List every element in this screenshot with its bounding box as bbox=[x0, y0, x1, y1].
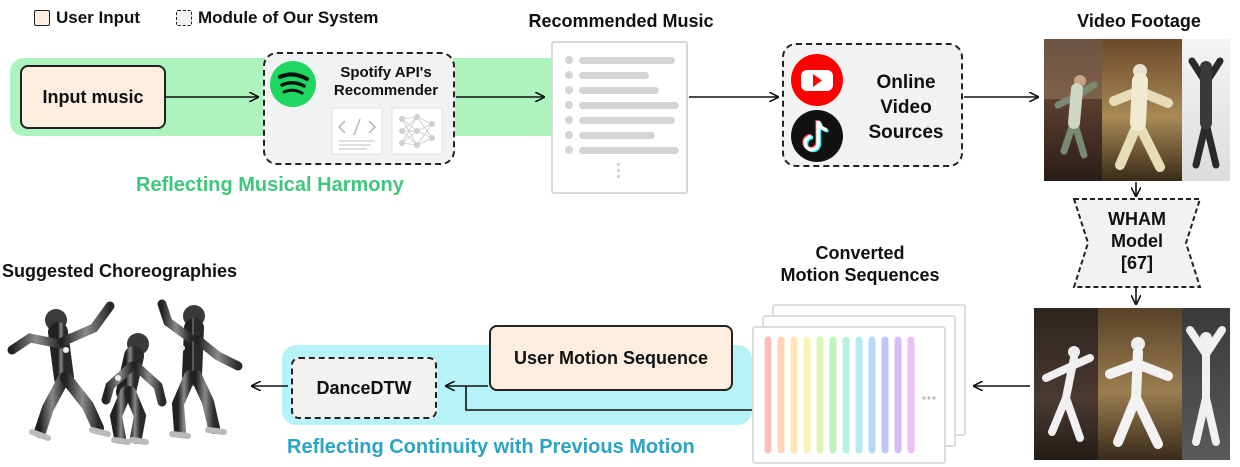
online-label-line1: Online bbox=[876, 72, 936, 93]
online-label-line2: Video bbox=[880, 97, 932, 118]
code-icon bbox=[331, 107, 383, 155]
list-item bbox=[565, 71, 675, 79]
mesh-frame-3 bbox=[1182, 308, 1230, 460]
legend-user-input-swatch bbox=[34, 10, 50, 26]
suggested-heading: Suggested Choreographies bbox=[2, 261, 238, 281]
wham-model-shape bbox=[1072, 198, 1202, 288]
legend-module: Module of Our System bbox=[176, 8, 378, 28]
footage-frame-3 bbox=[1182, 39, 1230, 181]
more-dots-icon bbox=[617, 163, 620, 178]
dancer-figure-1 bbox=[7, 301, 115, 441]
neural-network-icon bbox=[391, 107, 443, 155]
suggested-choreography-figures bbox=[7, 299, 243, 445]
legend-user-input: User Input bbox=[34, 8, 140, 28]
input-music-label: Input music bbox=[42, 86, 144, 107]
spotify-icon bbox=[270, 61, 316, 107]
continuity-caption: Reflecting Continuity with Previous Moti… bbox=[287, 436, 695, 458]
legend-module-label: Module of Our System bbox=[198, 8, 379, 27]
list-item bbox=[565, 101, 679, 109]
connector-converted-to-dtw bbox=[465, 386, 752, 411]
video-footage-heading: Video Footage bbox=[1077, 11, 1201, 31]
recommended-music-list bbox=[551, 41, 688, 194]
footage-frame-2 bbox=[1102, 39, 1182, 181]
youtube-icon bbox=[791, 54, 843, 106]
list-item bbox=[565, 131, 675, 139]
footage-frame-1 bbox=[1044, 39, 1102, 181]
input-music-box: Input music bbox=[20, 65, 166, 129]
dance-dtw-label: DanceDTW bbox=[316, 377, 412, 398]
tiktok-icon bbox=[791, 110, 843, 162]
video-footage-frames bbox=[1044, 39, 1230, 181]
user-motion-sequence-box: User Motion Sequence bbox=[489, 325, 733, 391]
harmony-caption: Reflecting Musical Harmony bbox=[136, 174, 404, 196]
dancer-figure-2 bbox=[101, 333, 167, 445]
wham-label-line2: Model bbox=[1111, 231, 1163, 251]
spotify-recommender-module: Spotify API's Recommender bbox=[263, 52, 455, 165]
dance-dtw-module: DanceDTW bbox=[291, 357, 437, 419]
legend-user-input-label: User Input bbox=[56, 8, 141, 27]
mesh-frame-1 bbox=[1034, 308, 1098, 460]
spotify-title-line1: Spotify API's bbox=[340, 64, 432, 81]
legend-module-swatch bbox=[176, 10, 192, 26]
list-item bbox=[565, 146, 679, 154]
converted-heading-line2: Motion Sequences bbox=[780, 265, 940, 285]
spotify-title-line2: Recommender bbox=[333, 82, 439, 99]
user-motion-label: User Motion Sequence bbox=[513, 347, 709, 368]
list-item bbox=[565, 56, 675, 64]
mesh-overlay-frames bbox=[1034, 308, 1230, 460]
list-item bbox=[565, 116, 675, 124]
mesh-frame-2 bbox=[1098, 308, 1182, 460]
online-label-line3: Sources bbox=[868, 122, 944, 143]
dancer-figure-3 bbox=[157, 299, 243, 439]
recommended-music-heading: Recommended Music bbox=[528, 11, 714, 31]
motion-sequence-stack bbox=[752, 304, 966, 464]
motion-sheet-front bbox=[752, 326, 946, 464]
online-video-sources-module: Online Video Sources bbox=[782, 43, 963, 167]
list-item bbox=[565, 86, 675, 94]
converted-heading-line1: Converted bbox=[815, 243, 905, 263]
wham-label-line3: [67] bbox=[1120, 253, 1153, 273]
wham-label-line1: WHAM bbox=[1108, 209, 1166, 229]
